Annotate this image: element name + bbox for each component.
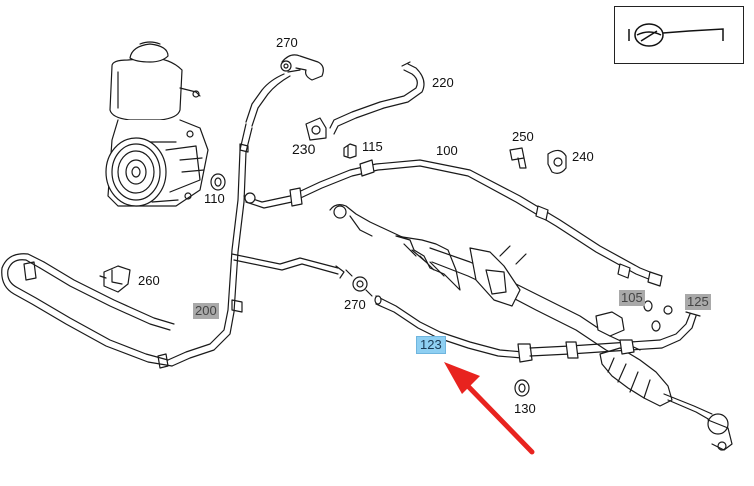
label-part-270-mid: 270 (344, 297, 366, 312)
pipe-200 (167, 123, 345, 367)
return-hose-123 (374, 295, 701, 363)
nut-130 (514, 379, 530, 397)
label-part-125[interactable]: 125 (685, 294, 711, 310)
label-part-240: 240 (572, 149, 594, 164)
bolt-250 (509, 147, 527, 169)
label-part-250: 250 (512, 129, 534, 144)
label-part-115: 115 (362, 139, 383, 154)
clamp-270-mid (345, 269, 373, 297)
hose-220 (329, 61, 425, 135)
label-part-220: 220 (432, 75, 454, 90)
label-part-130: 130 (514, 401, 536, 416)
label-part-110: 110 (204, 191, 225, 206)
bracket-260 (99, 265, 131, 293)
label-part-270-top: 270 (276, 35, 298, 50)
fitting-115 (343, 143, 357, 159)
label-part-105[interactable]: 105 (619, 290, 645, 306)
o-rings-105-125 (643, 300, 673, 332)
clamp-240 (547, 149, 567, 174)
steering-wheel-thumbnail (614, 6, 744, 64)
cooler-loop-pipe (1, 253, 175, 369)
red-arrow-icon (444, 362, 535, 455)
hose-270-top (245, 54, 324, 127)
label-part-230: 230 (292, 141, 316, 157)
pressure-line-100 (243, 159, 663, 287)
washer-110 (210, 173, 226, 191)
power-steering-pump (105, 41, 209, 207)
label-part-123[interactable]: 123 (416, 336, 446, 354)
clip-230 (305, 117, 327, 141)
label-part-260: 260 (138, 273, 160, 288)
label-part-100: 100 (436, 143, 458, 158)
steering-rack (329, 204, 733, 451)
steering-wheel-icon (628, 23, 724, 47)
label-part-200[interactable]: 200 (193, 303, 219, 319)
